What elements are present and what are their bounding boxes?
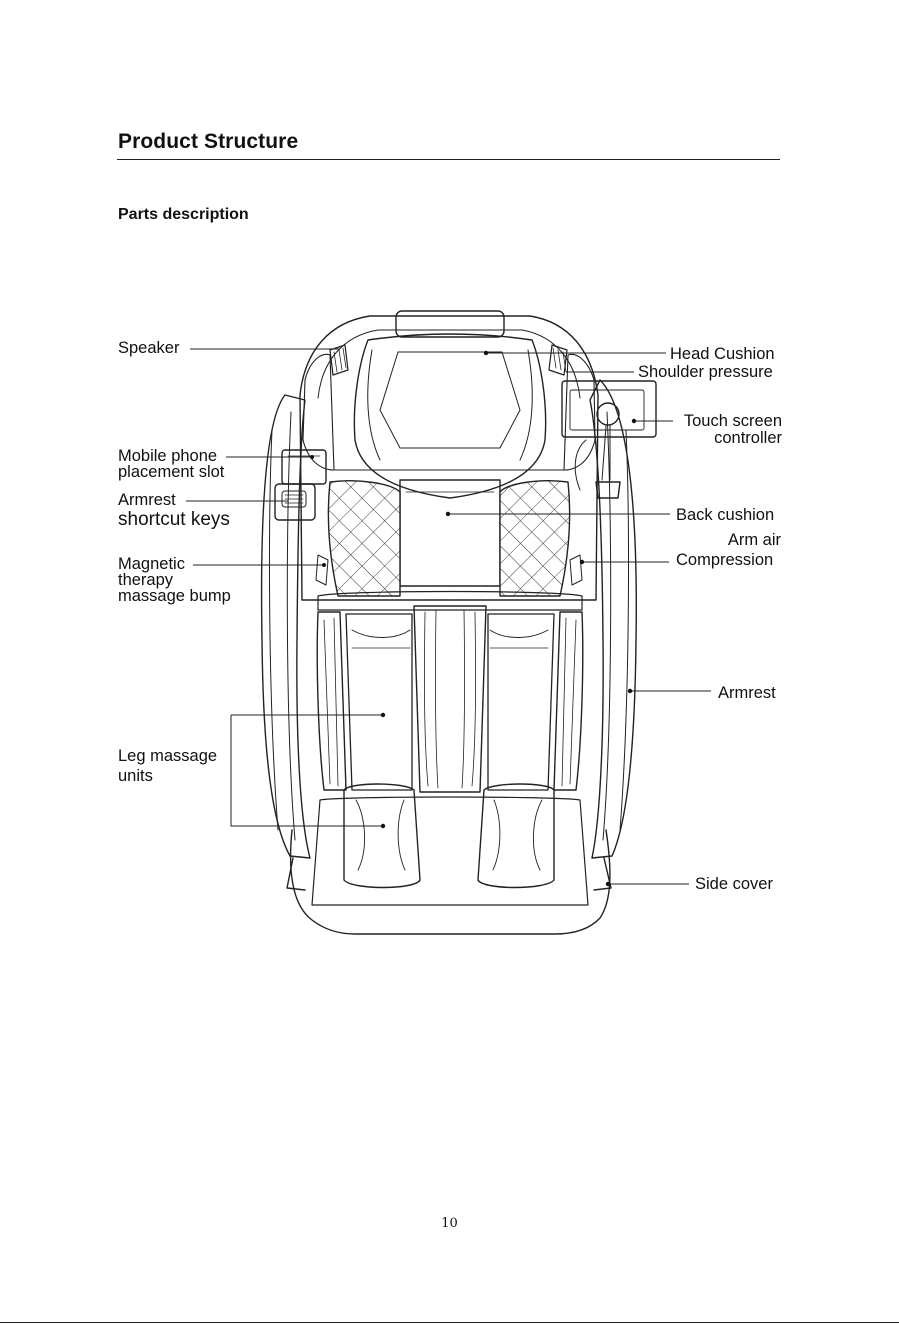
foot-unit-right bbox=[478, 784, 554, 888]
foot-well bbox=[312, 797, 588, 905]
label-leg-2: units bbox=[118, 768, 153, 785]
quilted-panel-right bbox=[500, 481, 570, 596]
chair-drawing bbox=[262, 311, 656, 934]
leg-unit-right bbox=[554, 612, 583, 790]
label-leg-1: Leg massage bbox=[118, 748, 217, 765]
head-pillow-top bbox=[396, 311, 504, 337]
label-touch-screen-2: controller bbox=[714, 430, 782, 447]
bottom-divider bbox=[0, 1322, 899, 1323]
side-cover-left bbox=[287, 858, 305, 890]
foot-unit-left bbox=[344, 784, 420, 888]
label-shoulder-pressure: Shoulder pressure bbox=[638, 364, 773, 381]
touch-screen-controller bbox=[562, 381, 656, 437]
label-mobile-phone-2: placement slot bbox=[118, 464, 224, 481]
back-cushion bbox=[400, 480, 500, 586]
label-touch-screen-1: Touch screen bbox=[684, 413, 782, 430]
label-magnetic-3: massage bump bbox=[118, 588, 231, 605]
page-number: 10 bbox=[0, 1216, 899, 1231]
label-armrest: Armrest bbox=[718, 685, 776, 702]
label-armrest-keys-2: shortcut keys bbox=[118, 510, 230, 530]
chair-base bbox=[291, 830, 610, 934]
leg-unit-left bbox=[317, 612, 346, 790]
label-arm-air-2: Compression bbox=[676, 552, 773, 569]
label-side-cover: Side cover bbox=[695, 876, 773, 893]
callout-lines bbox=[186, 349, 711, 884]
armrest-shortcut-keys bbox=[275, 484, 315, 520]
label-arm-air-1: Arm air bbox=[728, 532, 781, 549]
label-speaker: Speaker bbox=[118, 340, 179, 357]
label-armrest-keys-1: Armrest bbox=[118, 492, 176, 509]
quilted-panel-left bbox=[328, 481, 400, 596]
left-armrest bbox=[262, 395, 310, 858]
label-head-cushion: Head Cushion bbox=[670, 346, 775, 363]
label-back-cushion: Back cushion bbox=[676, 507, 774, 524]
